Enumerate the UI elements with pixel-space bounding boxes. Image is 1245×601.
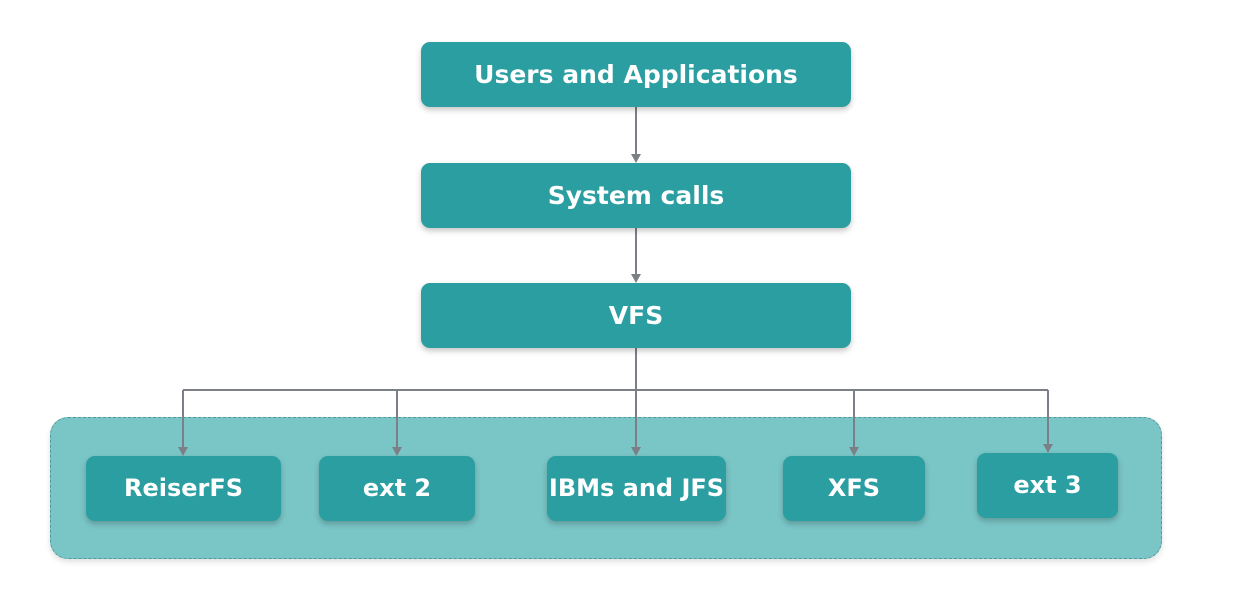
system-calls-label: System calls xyxy=(547,181,725,210)
ibm-jfs-node: IBMs and JFS xyxy=(547,456,726,521)
reiserfs-node: ReiserFS xyxy=(86,456,281,521)
ext2-label: ext 2 xyxy=(362,474,432,503)
ext2-node: ext 2 xyxy=(319,456,475,521)
ibm-jfs-label: IBMs and JFS xyxy=(548,474,725,503)
xfs-label: XFS xyxy=(827,474,881,503)
users-and-applications-label: Users and Applications xyxy=(474,60,798,89)
arrowhead-syscalls-vfs xyxy=(631,274,641,283)
arrowhead-users-syscalls xyxy=(631,154,641,163)
vfs-node: VFS xyxy=(421,283,851,348)
vfs-label: VFS xyxy=(608,301,664,330)
ext3-node: ext 3 xyxy=(977,453,1118,518)
reiserfs-label: ReiserFS xyxy=(123,474,244,503)
system-calls-node: System calls xyxy=(421,163,851,228)
xfs-node: XFS xyxy=(783,456,925,521)
users-and-applications-node: Users and Applications xyxy=(421,42,851,107)
ext3-label: ext 3 xyxy=(1013,471,1082,500)
